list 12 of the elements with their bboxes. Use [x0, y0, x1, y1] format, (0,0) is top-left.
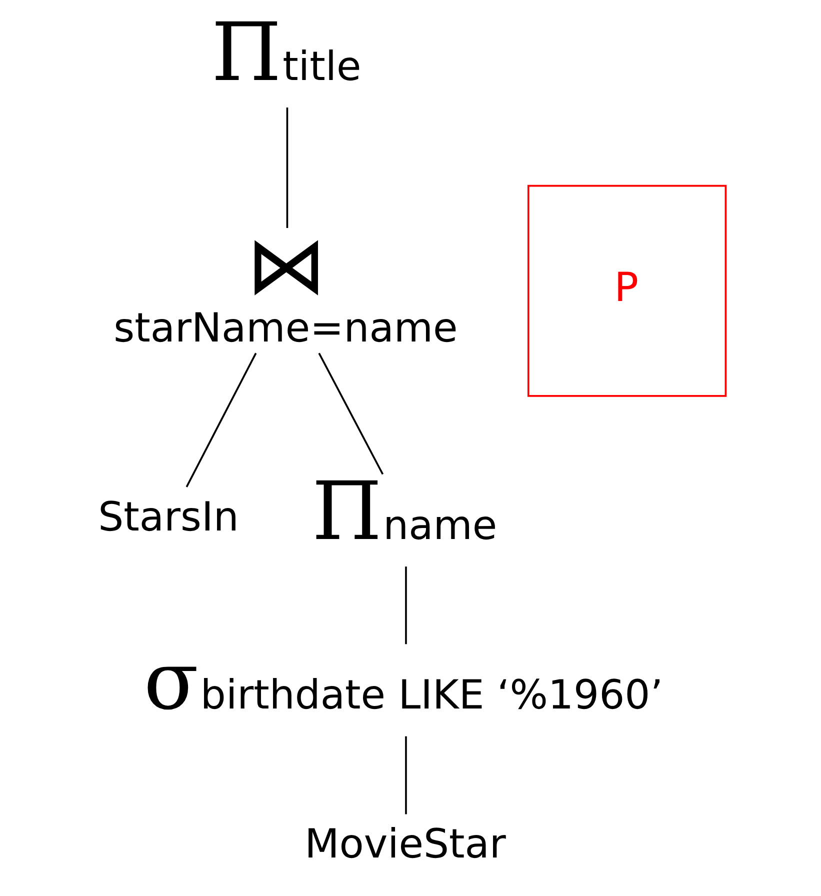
node-text: σbirthdate LIKE ‘%1960’ — [143, 634, 663, 728]
connector — [404, 566, 406, 644]
connector — [286, 107, 288, 228]
node-box: P — [526, 184, 726, 397]
node-text: Πname — [311, 464, 497, 558]
connector — [318, 352, 384, 475]
node-text: MovieStar — [304, 821, 506, 868]
node-text: StarsIn — [98, 494, 238, 540]
node-text: ⋈ starName=name — [113, 218, 458, 352]
connector — [404, 736, 406, 814]
connector — [185, 352, 256, 488]
node-text: Πtitle — [210, 5, 361, 100]
